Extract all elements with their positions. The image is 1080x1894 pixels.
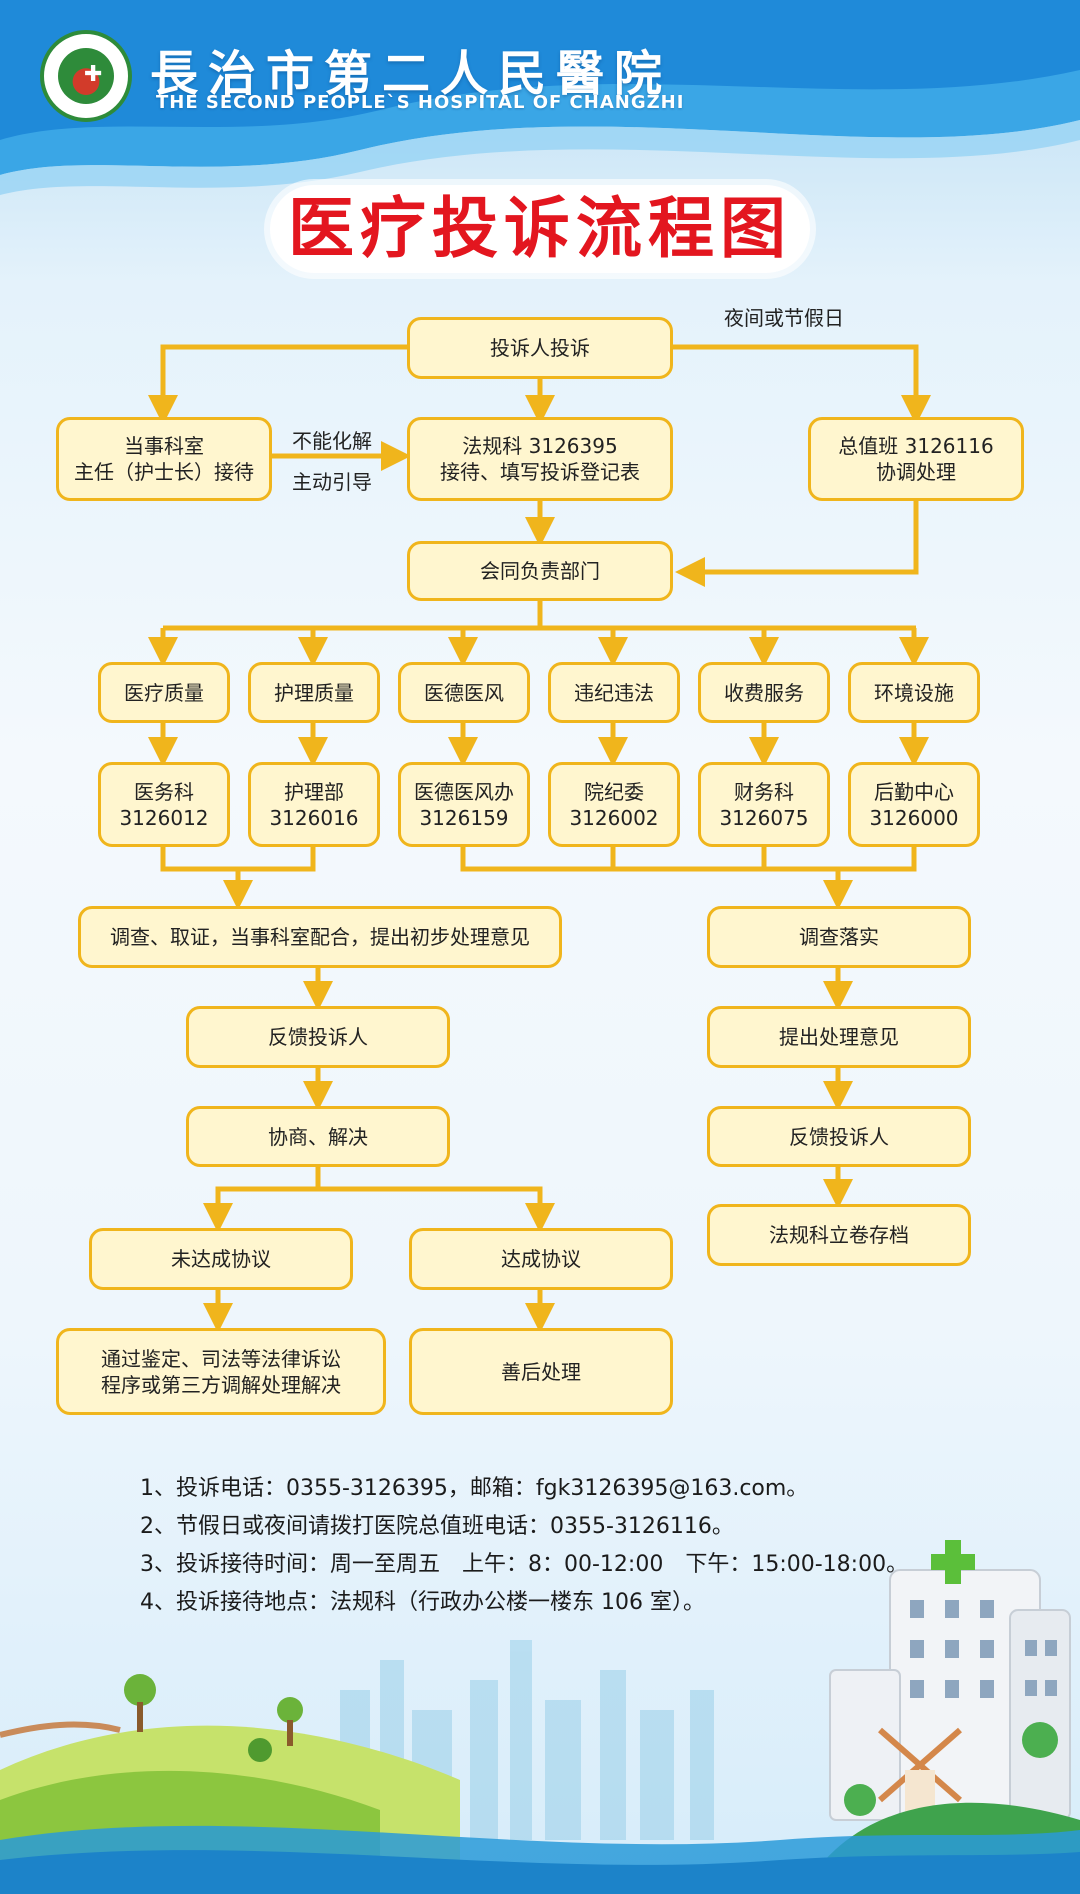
- category-box: 违纪违法: [548, 662, 680, 723]
- step-label-line2: 程序或第三方调解处理解决: [101, 1372, 341, 1397]
- box-aftercare: 善后处理: [409, 1328, 673, 1415]
- office-name: 护理部: [284, 779, 344, 804]
- step-label: 善后处理: [501, 1359, 581, 1384]
- category-box: 医疗质量: [98, 662, 230, 723]
- category-label: 医德医风: [424, 680, 504, 705]
- step-label: 达成协议: [501, 1247, 581, 1271]
- category-box: 医德医风: [398, 662, 530, 723]
- box-feedback-right: 反馈投诉人: [707, 1106, 971, 1167]
- hospital-logo-icon: ✚: [40, 30, 132, 122]
- note-item: 2、节假日或夜间请拨打医院总值班电话：0355-3126116。: [140, 1514, 734, 1539]
- office-phone: 3126159: [419, 805, 509, 830]
- cannot-resolve-label: 不能化解: [292, 429, 372, 453]
- hospital-name-cn: 長治市第二人民醫院: [150, 46, 673, 102]
- box-feedback-left: 反馈投诉人: [186, 1006, 450, 1068]
- office-name: 财务科: [734, 779, 794, 804]
- box-verify: 调查落实: [707, 906, 971, 968]
- box-complainant-label: 投诉人投诉: [490, 336, 590, 360]
- category-box: 护理质量: [248, 662, 380, 723]
- step-label: 未达成协议: [171, 1247, 271, 1271]
- hospital-name-en: THE SECOND PEOPLE`S HOSPITAL OF CHANGZHI: [156, 92, 685, 113]
- notes-list: 1、投诉电话：0355-3126395，邮箱：fgk3126395@163.co…: [140, 1470, 908, 1622]
- category-box: 环境设施: [848, 662, 980, 723]
- office-phone: 3126002: [569, 805, 659, 830]
- box-legal-route: 通过鉴定、司法等法律诉讼 程序或第三方调解处理解决: [56, 1328, 386, 1415]
- office-phone: 3126000: [869, 805, 959, 830]
- note-item: 1、投诉电话：0355-3126395，邮箱：fgk3126395@163.co…: [140, 1476, 809, 1501]
- category-box: 收费服务: [698, 662, 830, 723]
- step-label: 反馈投诉人: [268, 1025, 368, 1049]
- step-label: 协商、解决: [268, 1124, 368, 1149]
- box-archive: 法规科立卷存档: [707, 1204, 971, 1266]
- note-item: 3、投诉接待时间：周一至周五 上午：8：00-12:00 下午：15:00-18…: [140, 1552, 909, 1577]
- office-name: 医德医风办: [414, 779, 514, 804]
- category-label: 护理质量: [274, 680, 354, 705]
- box-negotiate: 协商、解决: [186, 1106, 450, 1167]
- step-label: 反馈投诉人: [789, 1124, 889, 1149]
- box-legal-office: 法规科 3126395 接待、填写投诉登记表: [407, 417, 673, 501]
- header-wave-decoration: [0, 0, 1080, 195]
- step-label: 提出处理意见: [779, 1025, 899, 1049]
- box-joint-department: 会同负责部门: [407, 541, 673, 601]
- box-department-line1: 当事科室: [124, 434, 204, 458]
- category-label: 违纪违法: [574, 680, 654, 705]
- box-joint-label: 会同负责部门: [480, 559, 600, 583]
- office-name: 后勤中心: [874, 779, 954, 804]
- guide-label: 主动引导: [292, 470, 372, 494]
- category-label: 医疗质量: [124, 680, 204, 705]
- box-propose-opinion: 提出处理意见: [707, 1006, 971, 1068]
- office-phone: 3126075: [719, 805, 809, 830]
- step-label: 调查、取证，当事科室配合，提出初步处理意见: [110, 925, 530, 949]
- box-duty-office: 总值班 3126116 协调处理: [808, 417, 1024, 501]
- night-holiday-label: 夜间或节假日: [724, 306, 844, 330]
- box-legal-line2: 接待、填写投诉登记表: [440, 460, 640, 484]
- step-label: 法规科立卷存档: [769, 1223, 909, 1247]
- box-duty-line2: 协调处理: [876, 460, 956, 484]
- box-investigate-evidence: 调查、取证，当事科室配合，提出初步处理意见: [78, 906, 562, 968]
- note-item: 4、投诉接待地点：法规科（行政办公楼一楼东 106 室）。: [140, 1590, 705, 1615]
- step-label: 调查落实: [799, 925, 879, 949]
- category-label: 环境设施: [874, 680, 954, 705]
- box-department-reception: 当事科室 主任（护士长）接待: [56, 417, 272, 501]
- category-label: 收费服务: [724, 680, 804, 705]
- page-title: 医疗投诉流程图: [270, 185, 810, 273]
- box-complainant: 投诉人投诉: [407, 317, 673, 379]
- box-duty-line1: 总值班 3126116: [838, 434, 994, 458]
- office-name: 医务科: [134, 779, 194, 804]
- header-band: [0, 0, 1080, 210]
- city-illustration: [0, 1540, 1080, 1894]
- office-phone: 3126016: [269, 805, 359, 830]
- box-department-line2: 主任（护士长）接待: [74, 460, 254, 484]
- step-label-line1: 通过鉴定、司法等法律诉讼: [101, 1346, 341, 1371]
- office-phone: 3126012: [119, 805, 209, 830]
- office-name: 院纪委: [584, 779, 644, 804]
- box-agreement: 达成协议: [409, 1228, 673, 1290]
- box-legal-line1: 法规科 3126395: [462, 434, 618, 458]
- box-no-agreement: 未达成协议: [89, 1228, 353, 1290]
